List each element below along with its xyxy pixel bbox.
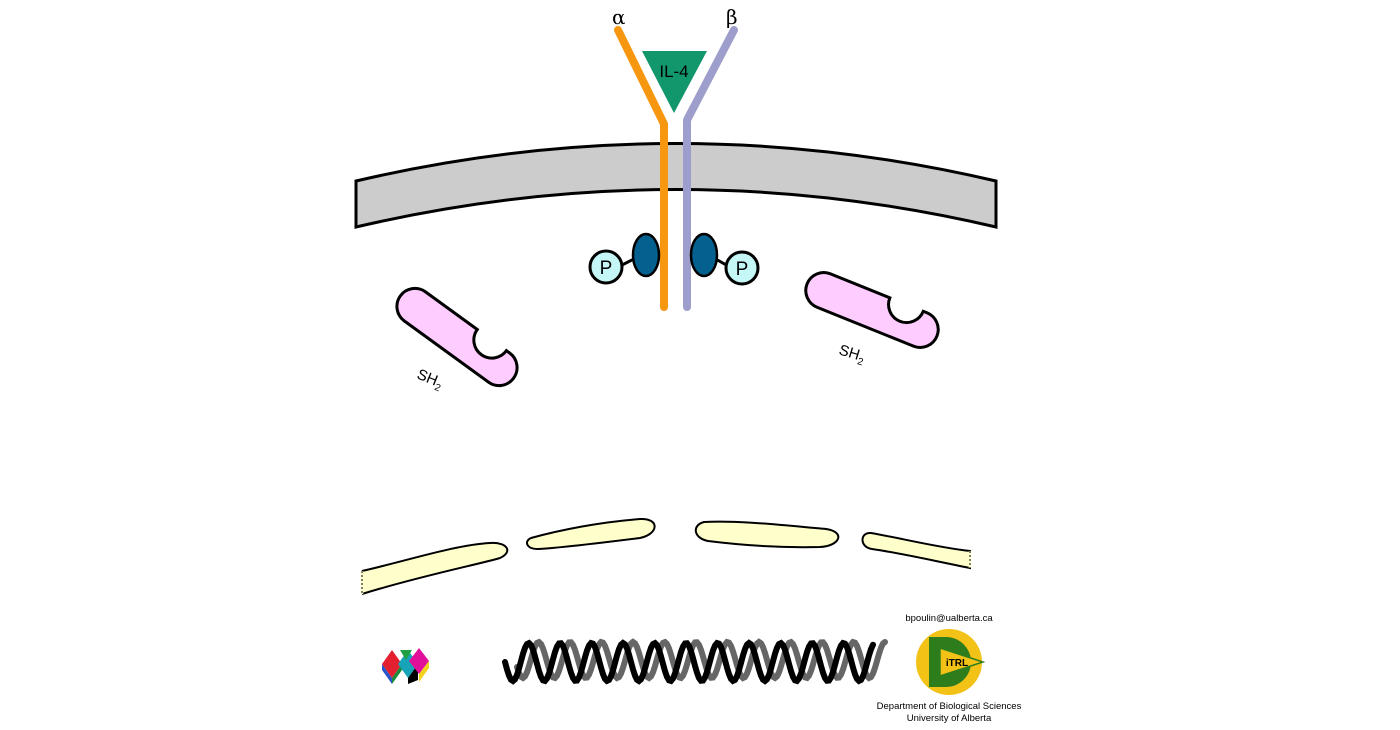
dna-front-strand <box>502 639 876 685</box>
dna-double-helix <box>502 638 888 685</box>
sh2-protein-right: SH2 <box>804 271 940 369</box>
nuclear-envelope-segment <box>361 541 509 595</box>
jak-right: P <box>689 232 760 286</box>
itrl-logo-text: iTRL <box>946 658 968 669</box>
beta-label: β <box>726 5 738 29</box>
nuclear-envelope-segment <box>525 517 656 551</box>
sh2-right-shape <box>804 271 940 349</box>
alpha-label: α <box>612 5 626 29</box>
il4-triangle <box>642 51 707 113</box>
itrl-logo-arrow <box>939 646 986 678</box>
sh2-left-label: SH2 <box>413 366 445 395</box>
il4-receptor: α β <box>612 5 738 311</box>
beta-chain <box>683 26 738 311</box>
alpha-chain <box>614 26 668 311</box>
cube-logo <box>382 648 429 684</box>
university-name: University of Alberta <box>907 713 992 724</box>
jak-right-oval <box>689 232 719 278</box>
nuclear-envelope-segment <box>694 520 840 549</box>
phosphate-right-label: P <box>736 259 749 280</box>
phosphate-right-circle <box>724 250 760 286</box>
nuclear-envelope <box>360 517 972 595</box>
jak-left: P <box>588 232 661 285</box>
dna-back-strand <box>514 638 888 682</box>
nuclear-envelope-segment <box>861 532 971 570</box>
author-email: bpoulin@ualberta.ca <box>905 613 993 624</box>
phosphate-left-label: P <box>600 258 613 279</box>
il4-label: IL-4 <box>659 62 688 81</box>
il4-ligand: IL-4 <box>642 51 707 113</box>
sh2-right-label: SH2 <box>836 342 868 369</box>
phosphate-left-circle <box>588 249 624 285</box>
cell-membrane <box>354 142 998 229</box>
sh2-protein-left: SH2 <box>395 286 519 395</box>
department-name: Department of Biological Sciences <box>877 701 1022 712</box>
sh2-left-shape <box>395 286 519 388</box>
credits: bpoulin@ualberta.ca iTRL Department of B… <box>877 613 1022 724</box>
jak-left-oval <box>631 232 661 278</box>
